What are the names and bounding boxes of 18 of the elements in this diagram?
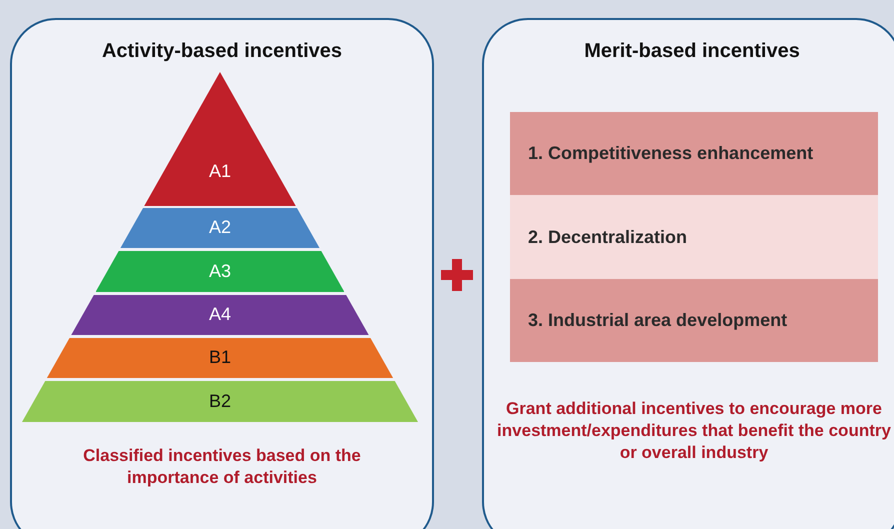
- layer-label: A1: [208, 161, 232, 182]
- rounded-panel: [10, 18, 434, 529]
- criteria-band: [510, 195, 878, 279]
- layer-label: B2: [208, 390, 232, 412]
- criteria-band: [510, 279, 878, 362]
- layer-label: A2: [208, 217, 232, 238]
- criteria-text: 2. Decentralization: [527, 226, 688, 248]
- panel-heading: Merit-based incentives: [583, 40, 801, 63]
- caption-text: Classified incentives based on the importance of activities: [82, 445, 362, 489]
- caption-text: Grant additional incentives to encourage more investment/expenditures that benefit the country or overall industry: [496, 398, 892, 464]
- layer-label: A3: [208, 260, 232, 282]
- criteria-text: 3. Industrial area development: [527, 310, 788, 331]
- criteria-text: 1. Competitiveness enhancement: [527, 143, 814, 164]
- rounded-panel: [482, 18, 894, 529]
- criteria-band: [510, 112, 878, 195]
- panel-heading: Activity-based incentives: [100, 40, 344, 63]
- layer-label: A4: [208, 304, 232, 325]
- layer-label: B1: [208, 347, 232, 368]
